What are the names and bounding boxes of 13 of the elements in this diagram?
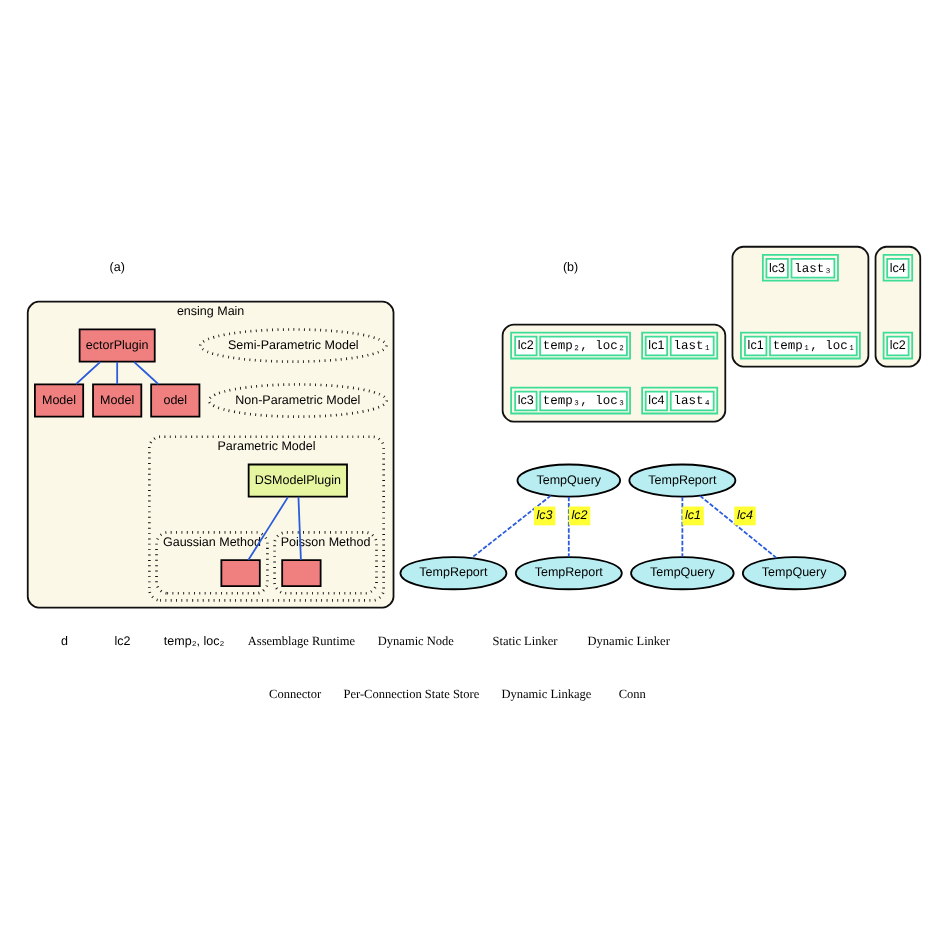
connector: [116, 359, 119, 384]
cluster: [731, 244, 870, 367]
connector: [470, 493, 552, 558]
connector: [133, 359, 160, 384]
connector: [247, 495, 289, 560]
connector: [75, 359, 102, 384]
connector: [699, 493, 778, 558]
connector: [681, 495, 684, 557]
cluster: [501, 322, 727, 422]
node-box: [281, 558, 322, 586]
node-box: [220, 558, 261, 586]
connector: [567, 495, 570, 557]
cluster: [874, 244, 922, 367]
